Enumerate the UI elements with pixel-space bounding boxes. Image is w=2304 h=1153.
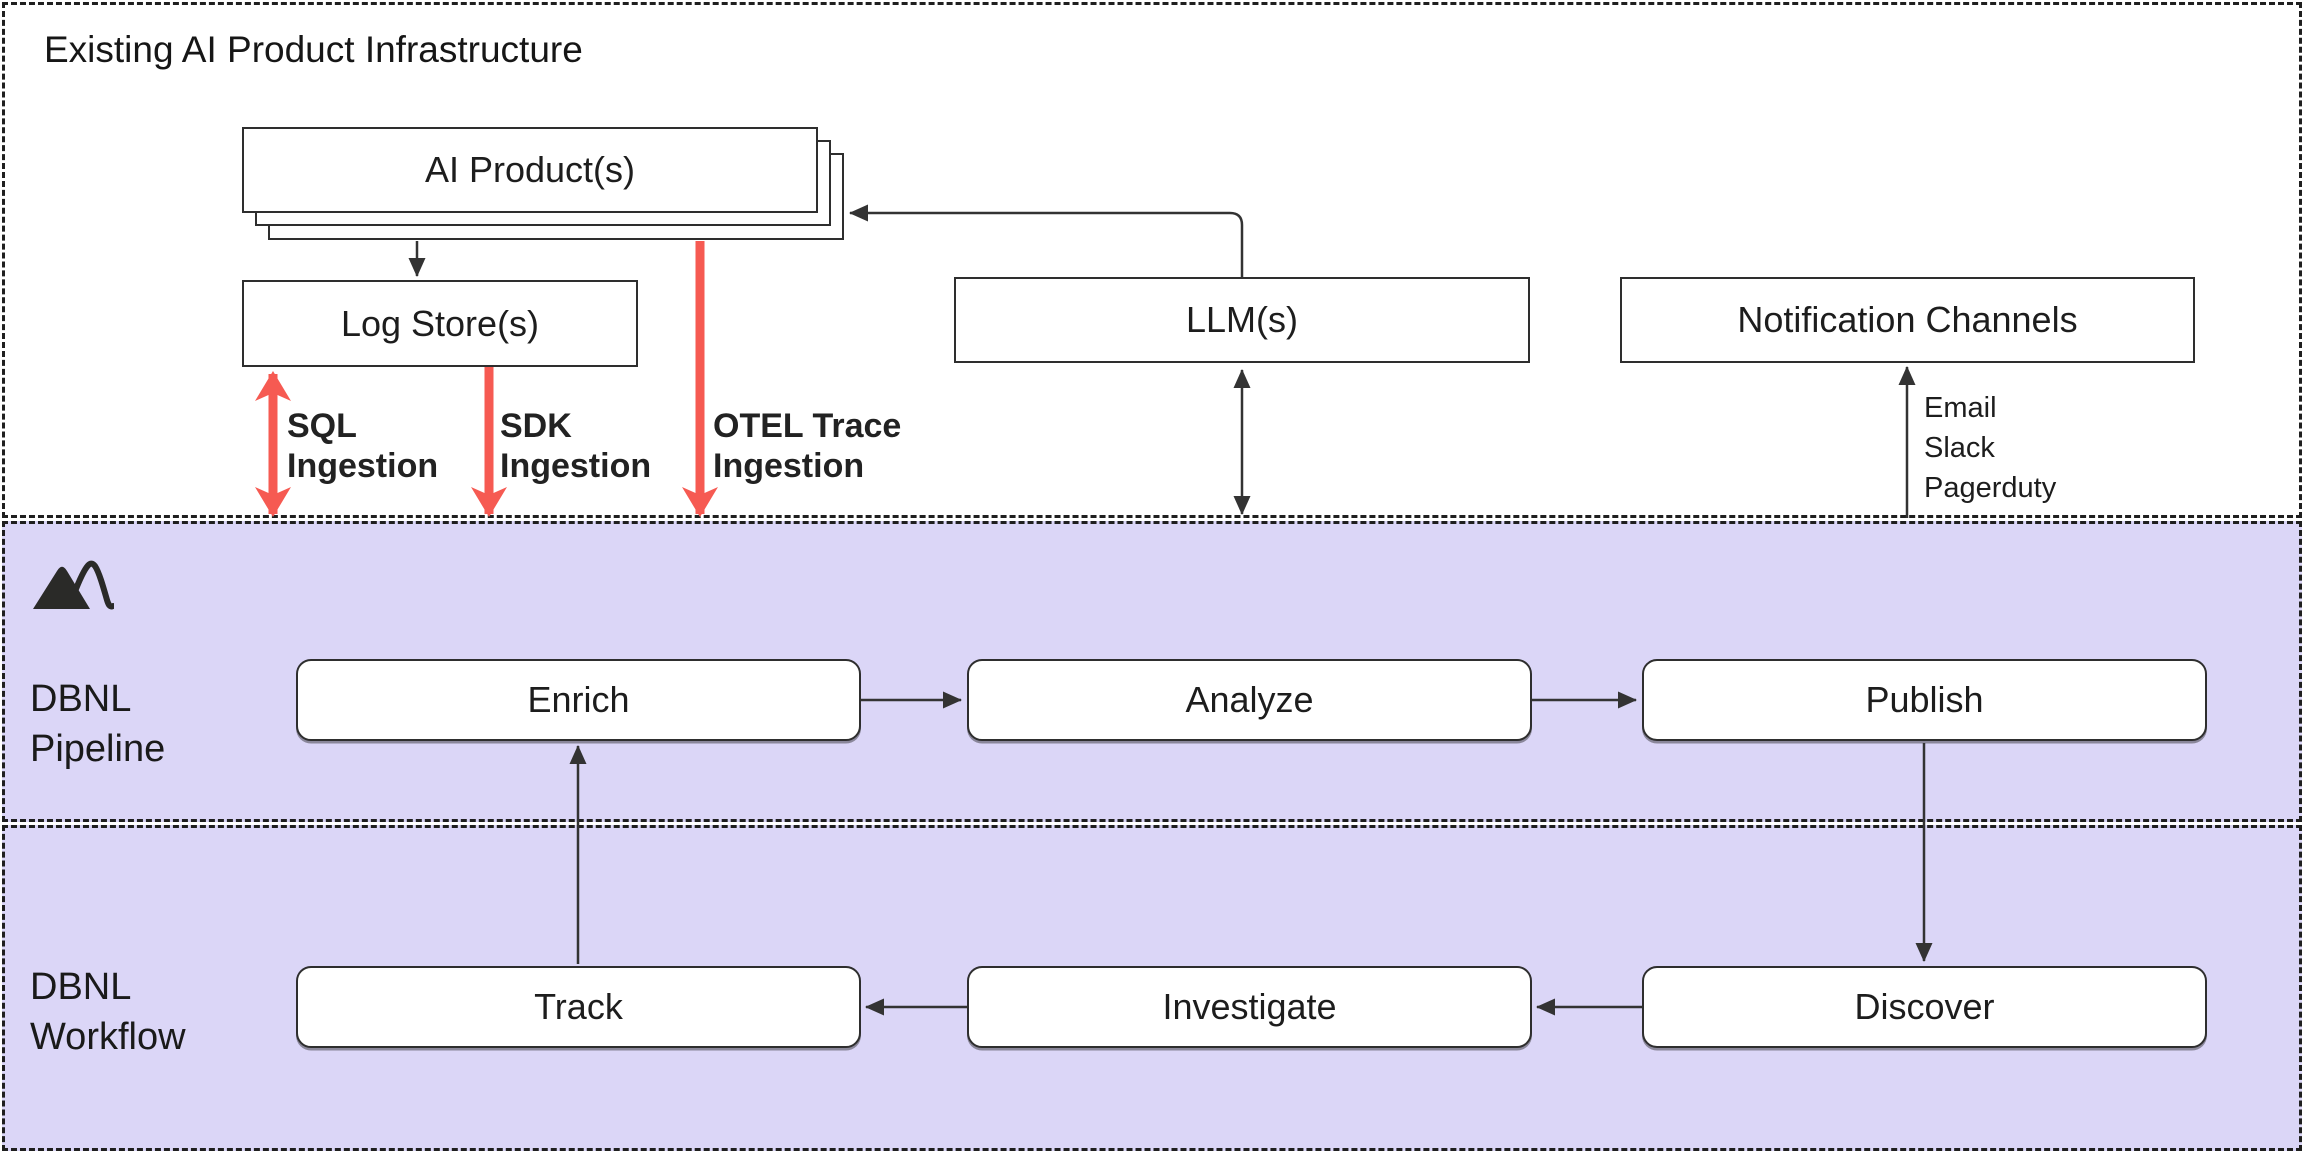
otel-ingestion-line2: Ingestion [713, 447, 865, 485]
notification-method-slack: Slack [1924, 432, 1995, 464]
section-title: Existing AI Product Infrastructure [44, 29, 583, 70]
sql-ingestion-label: SQL Ingestion [287, 406, 438, 486]
notification-methods-list: Email Slack Pagerduty [1924, 388, 2056, 508]
notification-channels-box: Notification Channels [1620, 277, 2195, 363]
pipeline-step-analyze: Analyze [967, 659, 1532, 741]
notification-method-pagerduty: Pagerduty [1924, 472, 2057, 504]
pipeline-zone-label-line1: DBNL [30, 678, 132, 720]
dbnl-mountain-icon [33, 560, 114, 610]
workflow-zone-label-line2: Workflow [30, 1016, 186, 1058]
ai-products-box: AI Product(s) [242, 127, 818, 213]
notification-method-email: Email [1924, 392, 1997, 424]
enrich-label: Enrich [527, 679, 630, 720]
log-stores-label: Log Store(s) [340, 302, 540, 344]
discover-label: Discover [1854, 986, 1995, 1027]
pipeline-zone-label-line2: Pipeline [30, 728, 166, 770]
publish-label: Publish [1865, 679, 1984, 720]
sql-ingestion-line2: Ingestion [287, 447, 439, 485]
log-stores-box: Log Store(s) [242, 280, 638, 367]
workflow-zone-label: DBNL Workflow [30, 962, 186, 1062]
workflow-step-discover: Discover [1642, 966, 2207, 1048]
analyze-label: Analyze [1185, 679, 1314, 720]
pipeline-zone-label: DBNL Pipeline [30, 674, 165, 774]
workflow-step-investigate: Investigate [967, 966, 1532, 1048]
otel-ingestion-line1: OTEL Trace [713, 407, 902, 445]
workflow-zone-label-line1: DBNL [30, 966, 132, 1008]
sdk-ingestion-label: SDK Ingestion [500, 406, 651, 486]
pipeline-step-publish: Publish [1642, 659, 2207, 741]
sql-ingestion-line1: SQL [287, 407, 357, 445]
otel-ingestion-label: OTEL Trace Ingestion [713, 406, 901, 486]
llms-box: LLM(s) [954, 277, 1530, 363]
track-label: Track [534, 986, 623, 1027]
ai-products-label: AI Product(s) [424, 149, 636, 190]
investigate-label: Investigate [1162, 986, 1337, 1027]
notification-channels-label: Notification Channels [1737, 299, 2078, 340]
pipeline-step-enrich: Enrich [296, 659, 861, 741]
sdk-ingestion-line1: SDK [500, 407, 572, 445]
workflow-step-track: Track [296, 966, 861, 1048]
sdk-ingestion-line2: Ingestion [500, 447, 652, 485]
llms-label: LLM(s) [1185, 299, 1298, 340]
